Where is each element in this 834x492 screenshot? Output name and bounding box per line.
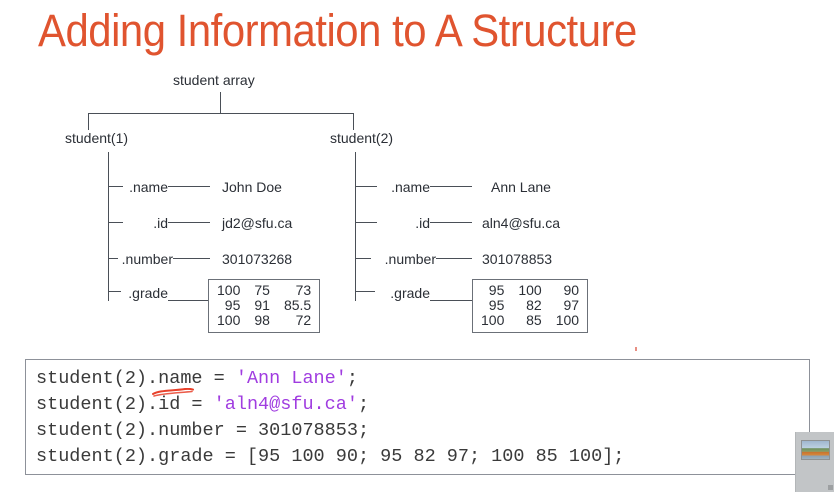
- field-value-student1-id: jd2@sfu.ca: [222, 215, 293, 231]
- grade-cell: 90: [563, 282, 580, 298]
- field-label-student1-number: .number: [121, 251, 173, 267]
- field-label-student2-grade: .grade: [390, 285, 430, 301]
- grade-cell: 85.5: [283, 297, 312, 313]
- structure-tree-diagram: student array student(1) .name .id .numb…: [65, 72, 589, 333]
- grade-cell: 100: [518, 282, 542, 298]
- code-line-1-prefix: student(2).name =: [36, 368, 236, 389]
- field-value-student2-number: 301078853: [482, 251, 553, 267]
- student1-number-connector-right: [173, 258, 210, 259]
- branch2-drop-line: [353, 113, 354, 130]
- field-value-student2-name: Ann Lane: [491, 179, 551, 195]
- grade-matrix-row: 100 98 72: [217, 313, 311, 328]
- student1-grade-connector-right: [168, 300, 208, 301]
- field-value-student1-number: 301073268: [222, 251, 293, 267]
- student2-spine-line: [355, 152, 356, 300]
- field-label-student2-name: .name: [391, 179, 430, 195]
- code-line-2-prefix: student(2).id =: [36, 394, 214, 415]
- student1-id-connector-right: [168, 222, 210, 223]
- code-line-1: student(2).name = 'Ann Lane';: [36, 366, 809, 392]
- field-label-student2-number: .number: [384, 251, 436, 267]
- field-value-student2-id: aln4@sfu.ca: [482, 215, 561, 231]
- tree-node-student-2: student(2): [330, 130, 394, 146]
- student1-name-connector-left: [108, 186, 123, 187]
- code-line-3-prefix: student(2).number = 301078853;: [36, 420, 370, 441]
- field-label-student1-id: .id: [153, 215, 168, 231]
- page-title: Adding Information to A Structure: [38, 5, 637, 56]
- student1-name-connector-right: [168, 186, 210, 187]
- grade-matrix-row: 95 82 97: [481, 298, 579, 313]
- grade-cell: 100: [217, 312, 241, 328]
- student2-id-connector-right: [430, 222, 472, 223]
- grade-cell: 85: [526, 312, 542, 328]
- grade-matrix-row: 95 100 90: [481, 283, 579, 298]
- red-ink-dot: [635, 347, 637, 351]
- code-line-2-string: 'aln4@sfu.ca': [213, 394, 358, 415]
- student2-name-connector-right: [430, 186, 472, 187]
- grade-cell: 100: [217, 282, 241, 298]
- thumbnail-image-icon[interactable]: [801, 440, 830, 460]
- resize-handle[interactable]: [828, 485, 833, 490]
- grade-matrix-student-1: 100 75 73 95 91 85.5 100 98 72: [208, 279, 321, 333]
- corner-overlay-panel[interactable]: [795, 432, 834, 492]
- student1-grade-connector-left: [108, 291, 121, 292]
- grade-cell: 73: [295, 282, 312, 298]
- code-line-2: student(2).id = 'aln4@sfu.ca';: [36, 392, 809, 418]
- branch1-drop-line: [88, 113, 89, 130]
- student2-id-connector-left: [355, 222, 377, 223]
- code-line-2-suffix: ;: [357, 394, 370, 415]
- student2-grade-connector-right: [430, 300, 472, 301]
- root-stem-line: [220, 92, 221, 114]
- student2-number-connector-left: [355, 258, 371, 259]
- field-label-student2-id: .id: [415, 215, 430, 231]
- grade-cell: 100: [555, 312, 580, 328]
- student2-number-connector-right: [436, 258, 472, 259]
- grade-cell: 95: [488, 282, 505, 298]
- code-line-4-prefix: student(2).grade = [95 100 90; 95 82 97;…: [36, 446, 625, 467]
- grade-cell: 75: [254, 282, 270, 298]
- grade-cell: 95: [224, 297, 241, 313]
- field-label-student1-grade: .grade: [128, 285, 168, 301]
- student1-number-connector-left: [108, 258, 118, 259]
- code-line-4: student(2).grade = [95 100 90; 95 82 97;…: [36, 444, 809, 470]
- student1-spine-line: [108, 152, 109, 300]
- field-value-student1-name: John Doe: [222, 179, 282, 195]
- grade-cell: 100: [481, 312, 505, 328]
- grade-matrix-student-2: 95 100 90 95 82 97 100 85 100: [472, 279, 589, 333]
- tree-root-label: student array: [173, 72, 255, 88]
- student2-grade-corner-line: [355, 291, 356, 301]
- field-label-student1-name: .name: [129, 179, 168, 195]
- grade-cell: 91: [254, 297, 270, 313]
- code-line-1-suffix: ;: [346, 368, 358, 389]
- grade-matrix-row: 100 85 100: [481, 313, 579, 328]
- grade-cell: 82: [526, 297, 542, 313]
- code-line-3: student(2).number = 301078853;: [36, 418, 809, 444]
- student2-grade-connector-left: [355, 291, 375, 292]
- tree-node-student-1: student(1): [65, 130, 129, 146]
- root-crossbar-line: [88, 113, 354, 114]
- grade-matrix-row: 100 75 73: [217, 283, 311, 298]
- student1-grade-corner-line: [108, 291, 109, 301]
- student1-id-connector-left: [108, 222, 123, 223]
- grade-cell: 97: [563, 297, 580, 313]
- grade-cell: 95: [488, 297, 505, 313]
- grade-cell: 72: [295, 312, 312, 328]
- grade-cell: 98: [254, 312, 270, 328]
- grade-matrix-row: 95 91 85.5: [217, 298, 311, 313]
- student2-name-connector-left: [355, 186, 377, 187]
- code-line-1-string: 'Ann Lane': [235, 368, 347, 389]
- code-block: student(2).name = 'Ann Lane'; student(2)…: [25, 359, 810, 475]
